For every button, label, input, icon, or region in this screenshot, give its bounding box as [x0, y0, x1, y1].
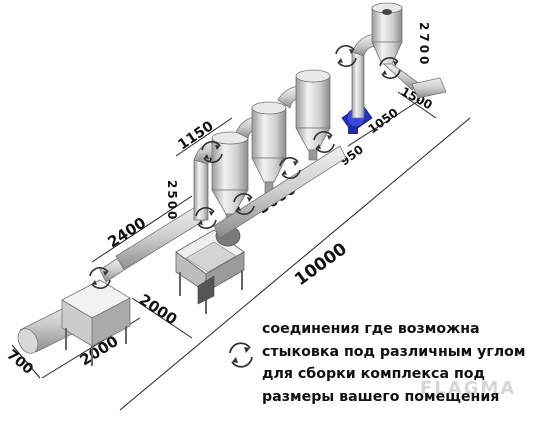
rotation-arrows-icon — [229, 342, 253, 368]
caption-line-1: соединения где возможна — [262, 321, 480, 337]
rotation-arrows-icon — [279, 157, 301, 179]
rotation-arrows-icon — [89, 267, 111, 289]
caption-line-4: размеры вашего помещения — [262, 388, 500, 405]
rotation-arrows-icon — [379, 57, 401, 79]
cyclone-1 — [211, 131, 249, 225]
dimension-2500-label: 2500 — [165, 180, 179, 221]
riser-2 — [351, 33, 379, 119]
collector-duct — [213, 145, 347, 239]
caption-line-3: для сборки комплекса под — [262, 366, 485, 382]
rotation-arrows-icon — [195, 207, 217, 229]
dimension-2700-label: 2700 — [417, 22, 431, 67]
watermark: FLAGMA — [420, 378, 517, 399]
caption: соединения где возможна стыковка под раз… — [262, 318, 554, 408]
cyclone-2 — [251, 101, 287, 195]
dimension-2500: 2500 — [165, 180, 179, 221]
rotation-joints — [89, 45, 401, 289]
dimension-10000-label: 10000 — [291, 239, 351, 290]
crusher-unit — [175, 225, 245, 314]
rotation-arrows-icon — [233, 193, 255, 215]
dimension-2000-top-label: 2000 — [136, 290, 181, 328]
duct-lower — [99, 203, 209, 283]
rotation-arrows-icon — [335, 45, 357, 67]
rotation-arrows-icon — [201, 141, 223, 163]
cyclone-top — [371, 2, 447, 99]
rotation-arrows-icon — [313, 131, 335, 153]
furnace-unit — [17, 279, 131, 366]
caption-line-2: стыковка под различным углом — [262, 343, 526, 360]
dimension-1050-label: 1050 — [366, 105, 401, 136]
cyclone-3 — [295, 69, 331, 161]
dimension-2000-top: 2000 — [131, 290, 193, 339]
